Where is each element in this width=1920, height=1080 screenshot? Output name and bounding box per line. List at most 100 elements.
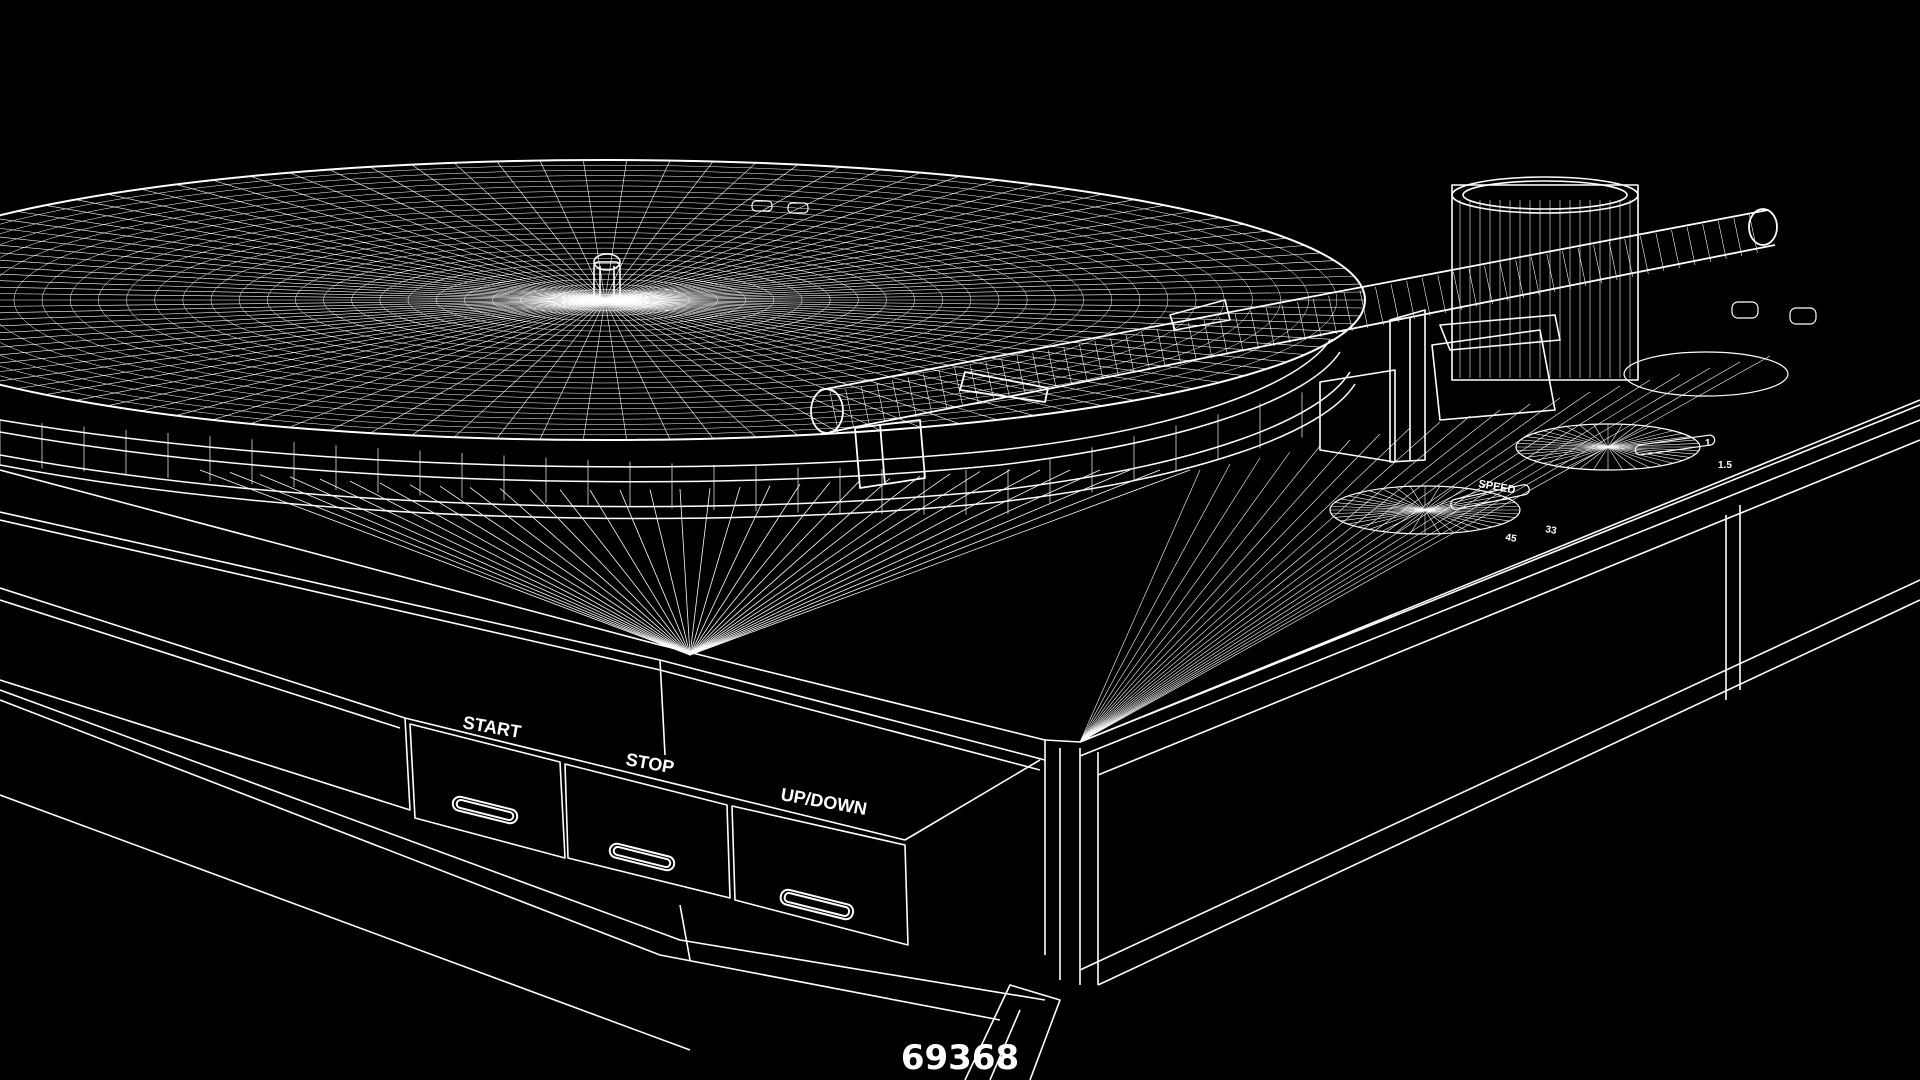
wire-line [319, 478, 691, 656]
wire-line [1390, 283, 1400, 323]
wire-line [1340, 509, 1426, 522]
wire-line [1094, 340, 1104, 380]
wire-line [604, 299, 1364, 309]
wire-ring [464, 273, 746, 327]
wire-line [140, 299, 606, 412]
wire-ring [323, 247, 887, 353]
rear-knob[interactable] [1623, 351, 1789, 397]
wire-line [604, 164, 799, 301]
wire-line [604, 160, 671, 301]
wire-line [1640, 235, 1649, 275]
wire-line [1702, 223, 1711, 263]
wire-line [75, 299, 606, 401]
wire-line [604, 166, 841, 301]
wire-line [529, 488, 691, 656]
wire-line [496, 299, 606, 439]
wire-line [604, 224, 1245, 301]
wire-line [589, 489, 691, 656]
wire-line [16, 211, 606, 301]
wire-line [1079, 343, 1088, 383]
wire-ring [13, 190, 1197, 410]
wire-line [1686, 226, 1696, 266]
wire-line [604, 193, 1103, 301]
wire-line [439, 485, 691, 656]
wire-line [679, 488, 691, 656]
wire-line [604, 299, 1165, 395]
wire-line [1593, 446, 1609, 470]
wire-line [604, 162, 757, 301]
wire-line [604, 260, 1335, 301]
wire-line [604, 299, 1306, 355]
wire-line [0, 280, 606, 301]
wire-line [1110, 337, 1119, 377]
wire-line [604, 252, 1321, 301]
wire-ring [98, 206, 1112, 394]
wire-line [1281, 304, 1291, 344]
wire-line [329, 299, 606, 431]
wire-line [689, 482, 831, 656]
wire-line [1607, 446, 1663, 466]
wire-line [1607, 426, 1650, 448]
wire-line [1608, 241, 1618, 281]
wire-line [860, 385, 870, 425]
wire-line [969, 364, 979, 404]
wire-line [604, 299, 881, 431]
front-buttons-panel [404, 717, 909, 946]
wire-line [689, 485, 771, 656]
wire-line [689, 469, 1011, 656]
wire-line [175, 184, 606, 301]
wire-line [604, 184, 1035, 301]
wire-line [1520, 439, 1609, 448]
wire-line [1671, 229, 1680, 269]
wire-line [583, 299, 606, 440]
wire-line [1032, 352, 1041, 392]
wire-line [140, 188, 606, 301]
tonearm[interactable] [810, 208, 1778, 489]
wire-line [1079, 367, 1711, 743]
stop-button[interactable] [608, 842, 676, 872]
wire-line [250, 175, 606, 301]
wire-line [1579, 446, 1609, 470]
wire-line [0, 299, 606, 364]
wire-line [1234, 313, 1244, 353]
wire-line [1607, 424, 1623, 448]
wire-line [0, 236, 606, 301]
wire-line [1331, 505, 1426, 511]
wire-line [604, 299, 757, 438]
wire-line [604, 299, 1346, 333]
wire-line [0, 252, 606, 301]
wire-line [1424, 486, 1441, 511]
wire-line [1424, 509, 1493, 528]
pitch-knob[interactable] [1515, 423, 1716, 471]
wire-line [1079, 445, 1321, 743]
start-button[interactable] [451, 795, 519, 825]
wire-line [954, 367, 963, 407]
wire-line [1079, 469, 1201, 743]
wire-line [1079, 427, 1411, 743]
wire-line [1348, 495, 1426, 511]
wire-line [1047, 349, 1057, 389]
wire-ring [69, 201, 1141, 399]
wire-line [1553, 446, 1609, 466]
wire-line [0, 299, 606, 372]
wire-line [1409, 486, 1426, 511]
wire-ring [238, 232, 972, 368]
wire-line [604, 267, 1346, 301]
wire-line [1607, 446, 1637, 470]
wire-line [604, 299, 1288, 363]
wire-line [289, 172, 606, 301]
wire-line [499, 488, 691, 656]
wire-line [1525, 446, 1609, 458]
wire-line [604, 299, 1194, 389]
start-label: START [461, 712, 522, 742]
wire-line [604, 299, 1321, 348]
wire-line [604, 245, 1306, 301]
wire-ring [0, 170, 1309, 430]
wire-line [1499, 262, 1509, 302]
wire-line [604, 179, 998, 301]
updown-button[interactable] [779, 888, 855, 921]
wire-line [0, 299, 606, 314]
wire-line [689, 469, 1101, 656]
wire-line [604, 169, 881, 301]
wire-line [1172, 325, 1182, 365]
